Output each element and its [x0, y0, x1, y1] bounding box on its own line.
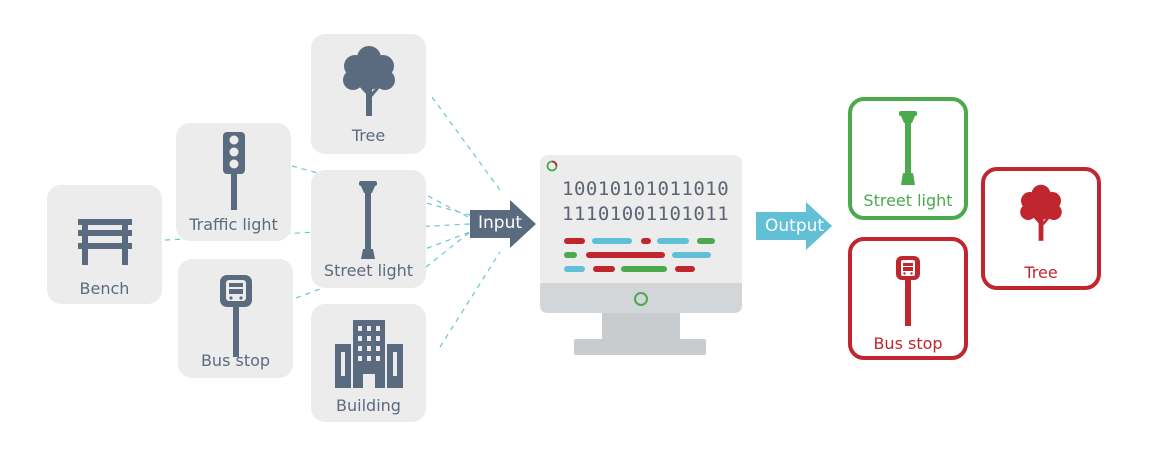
binary-line-2: 11101001101011: [562, 203, 730, 225]
card-street-light: Street light: [311, 170, 426, 288]
tree-icon: [1020, 184, 1062, 241]
card-bus-stop: Bus stop: [178, 259, 293, 378]
building-icon: [335, 320, 403, 388]
connector-building: [439, 251, 501, 348]
output-card-bus-stop: Bus stop: [848, 237, 968, 360]
card-bench: Bench: [47, 185, 162, 304]
output-card-street-light: Street light: [848, 97, 968, 220]
binary-line-1: 10010101011010: [562, 178, 730, 200]
street-light-icon: [359, 181, 377, 259]
output-arrow: [756, 202, 832, 250]
loading-indicator-icon: [546, 160, 558, 172]
output-label-tree: Tree: [1024, 263, 1058, 282]
card-building: Building: [311, 304, 426, 422]
traffic-light-icon: [223, 132, 245, 210]
output-label-street-light: Street light: [863, 191, 953, 210]
output-card-tree: Tree: [981, 167, 1101, 290]
input-arrow-label: Input: [478, 213, 523, 233]
card-label-bus-stop: Bus stop: [200, 351, 271, 370]
street-light-icon: [899, 111, 917, 185]
output-arrow-label: Output: [765, 216, 825, 236]
code-bars: [564, 238, 715, 272]
bench-icon: [78, 219, 132, 265]
bus-stop-icon: [896, 256, 920, 326]
connector-tree: [431, 96, 501, 191]
card-traffic-light: Traffic light: [176, 123, 291, 241]
output-label-bus-stop: Bus stop: [873, 334, 943, 353]
card-label-bench: Bench: [79, 279, 130, 298]
card-tree: Tree: [311, 34, 426, 154]
card-label-tree: Tree: [351, 126, 386, 145]
connector-street-light: [427, 195, 471, 219]
tree-icon: [343, 46, 395, 116]
bus-stop-icon: [220, 275, 252, 357]
input-arrow: [470, 200, 536, 248]
card-label-building: Building: [336, 396, 401, 415]
card-label-traffic-light: Traffic light: [189, 215, 278, 234]
connector-street-light-lower: [425, 231, 471, 268]
card-label-street-light: Street light: [323, 261, 414, 280]
